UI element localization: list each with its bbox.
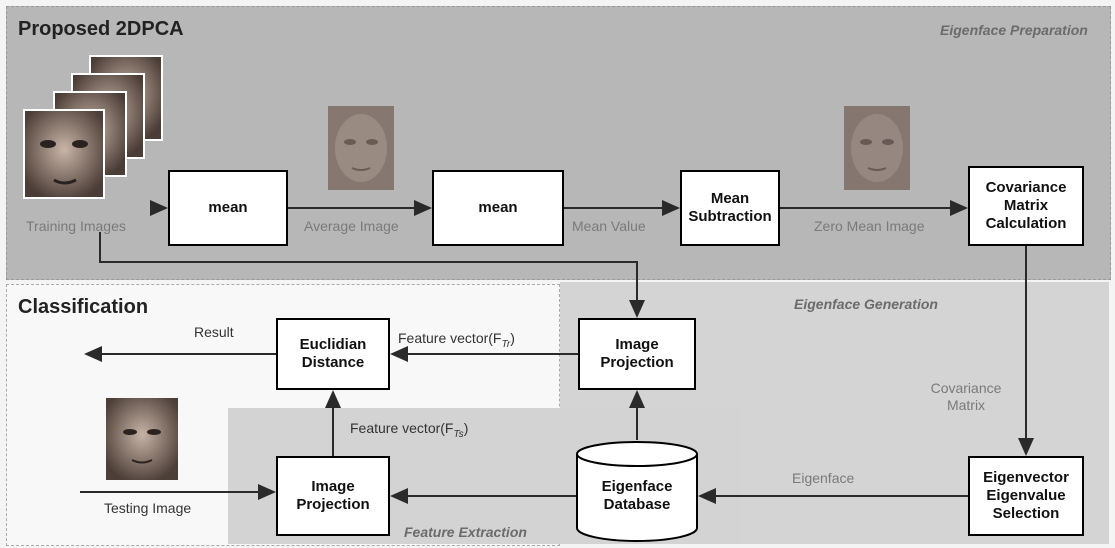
image-projection-top-box: Image Projection xyxy=(578,318,696,390)
arrow-training-to-projection-top xyxy=(99,232,645,318)
eigenface-database-label: Eigenface Database xyxy=(601,478,673,513)
zero-mean-image-thumbnail xyxy=(844,106,910,190)
mean-box-2: mean xyxy=(432,170,564,246)
average-image-label: Average Image xyxy=(304,218,399,234)
covariance-matrix-label: Covariance Matrix xyxy=(930,380,1002,413)
testing-image-label: Testing Image xyxy=(104,500,192,516)
mean-subtraction-box: Mean Subtraction xyxy=(680,170,780,246)
testing-image-thumbnail xyxy=(106,398,178,480)
zero-mean-image-label: Zero Mean Image xyxy=(814,218,925,234)
feature-vector-tr-label: Feature vector(FTr) xyxy=(398,330,515,350)
classification-label: Classification xyxy=(18,296,149,318)
eigenface-label: Eigenface xyxy=(792,470,855,486)
diagram-title: Proposed 2DPCA xyxy=(18,18,184,40)
mean-box-1: mean xyxy=(168,170,288,246)
result-label: Result xyxy=(194,324,234,340)
average-image-thumbnail xyxy=(328,106,394,190)
training-images-stack xyxy=(23,55,163,199)
mean-value-label: Mean Value xyxy=(572,218,646,234)
eigenface-database-cylinder xyxy=(576,441,698,542)
image-projection-bottom-box: Image Projection xyxy=(276,456,390,536)
training-images-label: Training Images xyxy=(26,218,126,234)
eigenface-generation-label: Eigenface Generation xyxy=(794,296,938,312)
covariance-matrix-calculation-box: Covariance Matrix Calculation xyxy=(968,166,1084,246)
feature-extraction-label: Feature Extraction xyxy=(404,524,527,540)
euclidian-distance-box: Euclidian Distance xyxy=(276,318,390,390)
feature-vector-ts-label: Feature vector(FTs) xyxy=(350,420,469,440)
eigen-selection-box: Eigenvector Eigenvalue Selection xyxy=(968,456,1084,536)
eigenface-preparation-label: Eigenface Preparation xyxy=(940,22,1088,38)
